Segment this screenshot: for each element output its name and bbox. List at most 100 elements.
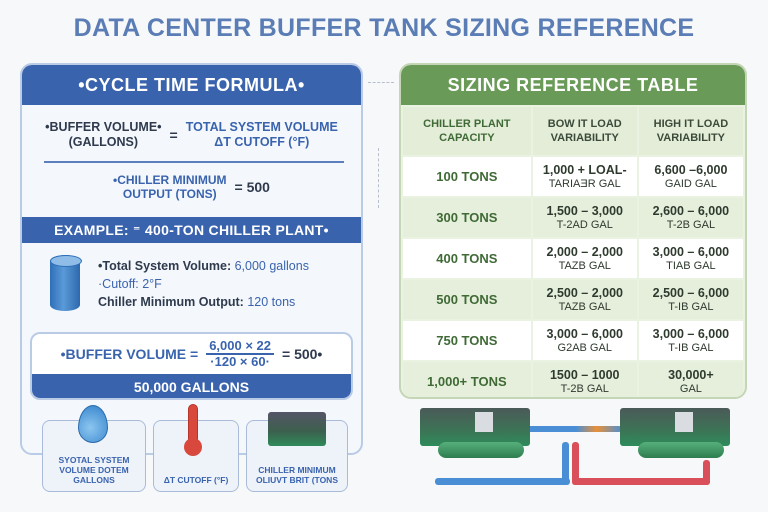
cell-range: 1,500 – 3,000 [546,203,623,218]
cell-range: 3,000 – 6,000 [652,244,730,259]
icon-card-label: ΔT CUTOFF (°F) [163,475,229,485]
formula-lhs-line1: •BUFFER VOLUME• [45,120,162,134]
column-header: BOW IT LOAD VARIABILITY [532,107,637,155]
low-variability-cell: 1,000 + LOAL-TARIAƎR GAL [532,157,637,196]
sizing-table-header: SIZING REFERENCE TABLE [401,65,745,105]
calculation-row: •BUFFER VOLUME = 6,000 × 22 ·120 × 60· =… [32,334,351,374]
divisor-line2: OUTPUT (TONS) [122,187,217,201]
calculation-fraction: 6,000 × 22 ·120 × 60· [206,339,274,369]
cell-range: 1500 – 1000 [549,367,620,382]
formula-rhs-line1: TOTAL SYSTEM VOLUME [185,120,338,134]
return-pipe-red [572,478,710,485]
fraction-divider [44,161,344,163]
capacity-cell: 500 TONS [403,280,531,319]
column-header: HIGH IT LOAD VARIABILITY [638,107,743,155]
formula-rhs: TOTAL SYSTEM VOLUME ΔT CUTOFF (°F) [186,120,338,150]
calculation-total: 50,000 GALLONS [32,374,351,398]
column-header: CHILLER PLANT CAPACITY [403,107,531,155]
capacity-cell: 750 TONS [403,321,531,360]
example-values: •Total System Volume: 6,000 gallons ·Cut… [98,257,309,311]
cell-unit: GAID GAL [664,177,717,190]
calculation-box: •BUFFER VOLUME = 6,000 × 22 ·120 × 60· =… [30,332,353,400]
cell-unit: T-IB GAL [668,300,714,313]
formula-divisor: •CHILLER MINIMUM OUTPUT (TONS) = 500 [22,170,361,204]
fraction-numerator: 6,000 × 22 [206,339,274,355]
page-title: DATA CENTER BUFFER TANK SIZING REFERENCE [73,14,695,42]
cell-range: 1,000 + LOAL- [542,162,627,177]
chiller-control-panel [675,412,693,432]
formula-panel: •CYCLE TIME FORMULA• •BUFFER VOLUME• (GA… [20,63,363,455]
connector-arrow [368,82,394,83]
example-item: Chiller Minimum Output: 120 tons [98,293,309,311]
formula-lhs-line2: (GALLONS) [68,135,139,149]
cell-unit: T-2B GAL [666,218,716,231]
chiller-tank [638,442,724,458]
cell-range: 2,000 – 2,000 [546,244,623,259]
cell-unit: GAL [679,382,702,395]
formula-panel-header: •CYCLE TIME FORMULA• [22,65,361,105]
chiller-unit-left [420,408,530,463]
example-value: 120 tons [247,295,296,309]
example-key: •Total System Volume: [98,259,232,273]
sizing-table: CHILLER PLANT CAPACITY BOW IT LOAD VARIA… [401,105,745,397]
example-item: •Total System Volume: 6,000 gallons [98,257,309,275]
riser-pipe-red [572,442,579,485]
capacity-cell: 1,000+ TONS [403,362,531,397]
calculation-result: = 500• [282,346,323,362]
cell-range: 3,000 – 6,000 [652,326,730,341]
connector-line [378,148,379,208]
example-value: 6,000 gallons [234,259,309,273]
cell-unit: TARIAƎR GAL [548,177,621,190]
divisor-result: = 500 [234,179,270,195]
cell-unit: TAZB GAL [558,300,611,313]
buffer-volume-formula: •BUFFER VOLUME• (GALLONS) = TOTAL SYSTEM… [22,113,361,157]
cell-range: 2,500 – 6,000 [652,285,730,300]
high-variability-cell: 30,000+GAL [638,362,743,397]
chiller-icon [268,412,326,446]
formula-lhs: •BUFFER VOLUME• (GALLONS) [45,120,161,150]
cell-unit: TIAB GAL [666,259,716,272]
example-body: •Total System Volume: 6,000 gallons ·Cut… [22,253,361,313]
riser-pipe-blue [562,442,569,485]
formula-rhs-line2: ΔT CUTOFF (°F) [214,135,310,149]
capacity-cell: 100 TONS [403,157,531,196]
chiller-control-panel [475,412,493,432]
capacity-cell: 300 TONS [403,198,531,237]
divisor-line1: •CHILLER MINIMUM [113,173,227,187]
cell-unit: G2AB GAL [557,341,612,354]
cell-range: 6,600 –6,000 [654,162,728,177]
table-header-row: CHILLER PLANT CAPACITY BOW IT LOAD VARIA… [403,107,743,155]
capacity-cell: 400 TONS [403,239,531,278]
cell-range: 30,000+ [668,367,714,382]
cell-unit: TAZB GAL [558,259,611,272]
cell-unit: T-2AD GAL [556,218,613,231]
water-drop-icon [78,405,108,443]
divisor-label: •CHILLER MINIMUM OUTPUT (TONS) [113,173,227,201]
cell-range: 2,600 – 6,000 [652,203,730,218]
example-value: ·Cutoff: 2°F [98,277,162,291]
icon-card-label: SYOTAL SYSTEM VOLUME DOTEM GALLONS [58,455,130,485]
calculation-label: •BUFFER VOLUME = [60,346,199,362]
cell-unit: T-2B GAL [560,382,609,395]
example-item: ·Cutoff: 2°F [98,275,309,293]
cell-unit: T-IB GAL [668,341,714,354]
riser-pipe-red-right [703,460,710,485]
sizing-table-panel: SIZING REFERENCE TABLE CHILLER PLANT CAP… [399,63,747,399]
water-barrel-icon [50,255,82,311]
chiller-tank [438,442,524,458]
example-key: Chiller Minimum Output: [98,295,244,309]
